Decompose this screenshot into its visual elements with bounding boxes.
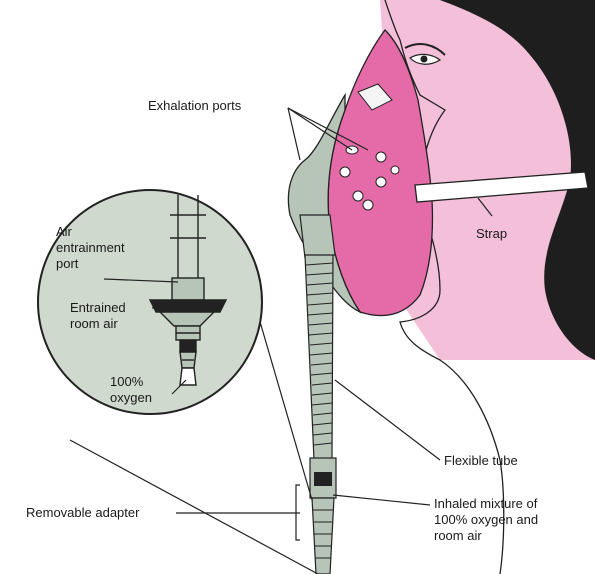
label-removable-adapter: Removable adapter xyxy=(26,505,139,521)
adapter xyxy=(310,458,336,574)
label-exhalation-ports: Exhalation ports xyxy=(148,98,241,114)
flexible-tube xyxy=(305,255,333,460)
mask-connector xyxy=(300,215,335,258)
label-air-entrainment-port: Air entrainment port xyxy=(56,224,125,272)
label-strap: Strap xyxy=(476,226,507,242)
label-inhaled-mixture: Inhaled mixture of 100% oxygen and room … xyxy=(434,496,538,544)
label-flexible-tube: Flexible tube xyxy=(444,453,518,469)
label-100-oxygen: 100% oxygen xyxy=(110,374,152,406)
label-entrained-room-air: Entrained room air xyxy=(70,300,126,332)
